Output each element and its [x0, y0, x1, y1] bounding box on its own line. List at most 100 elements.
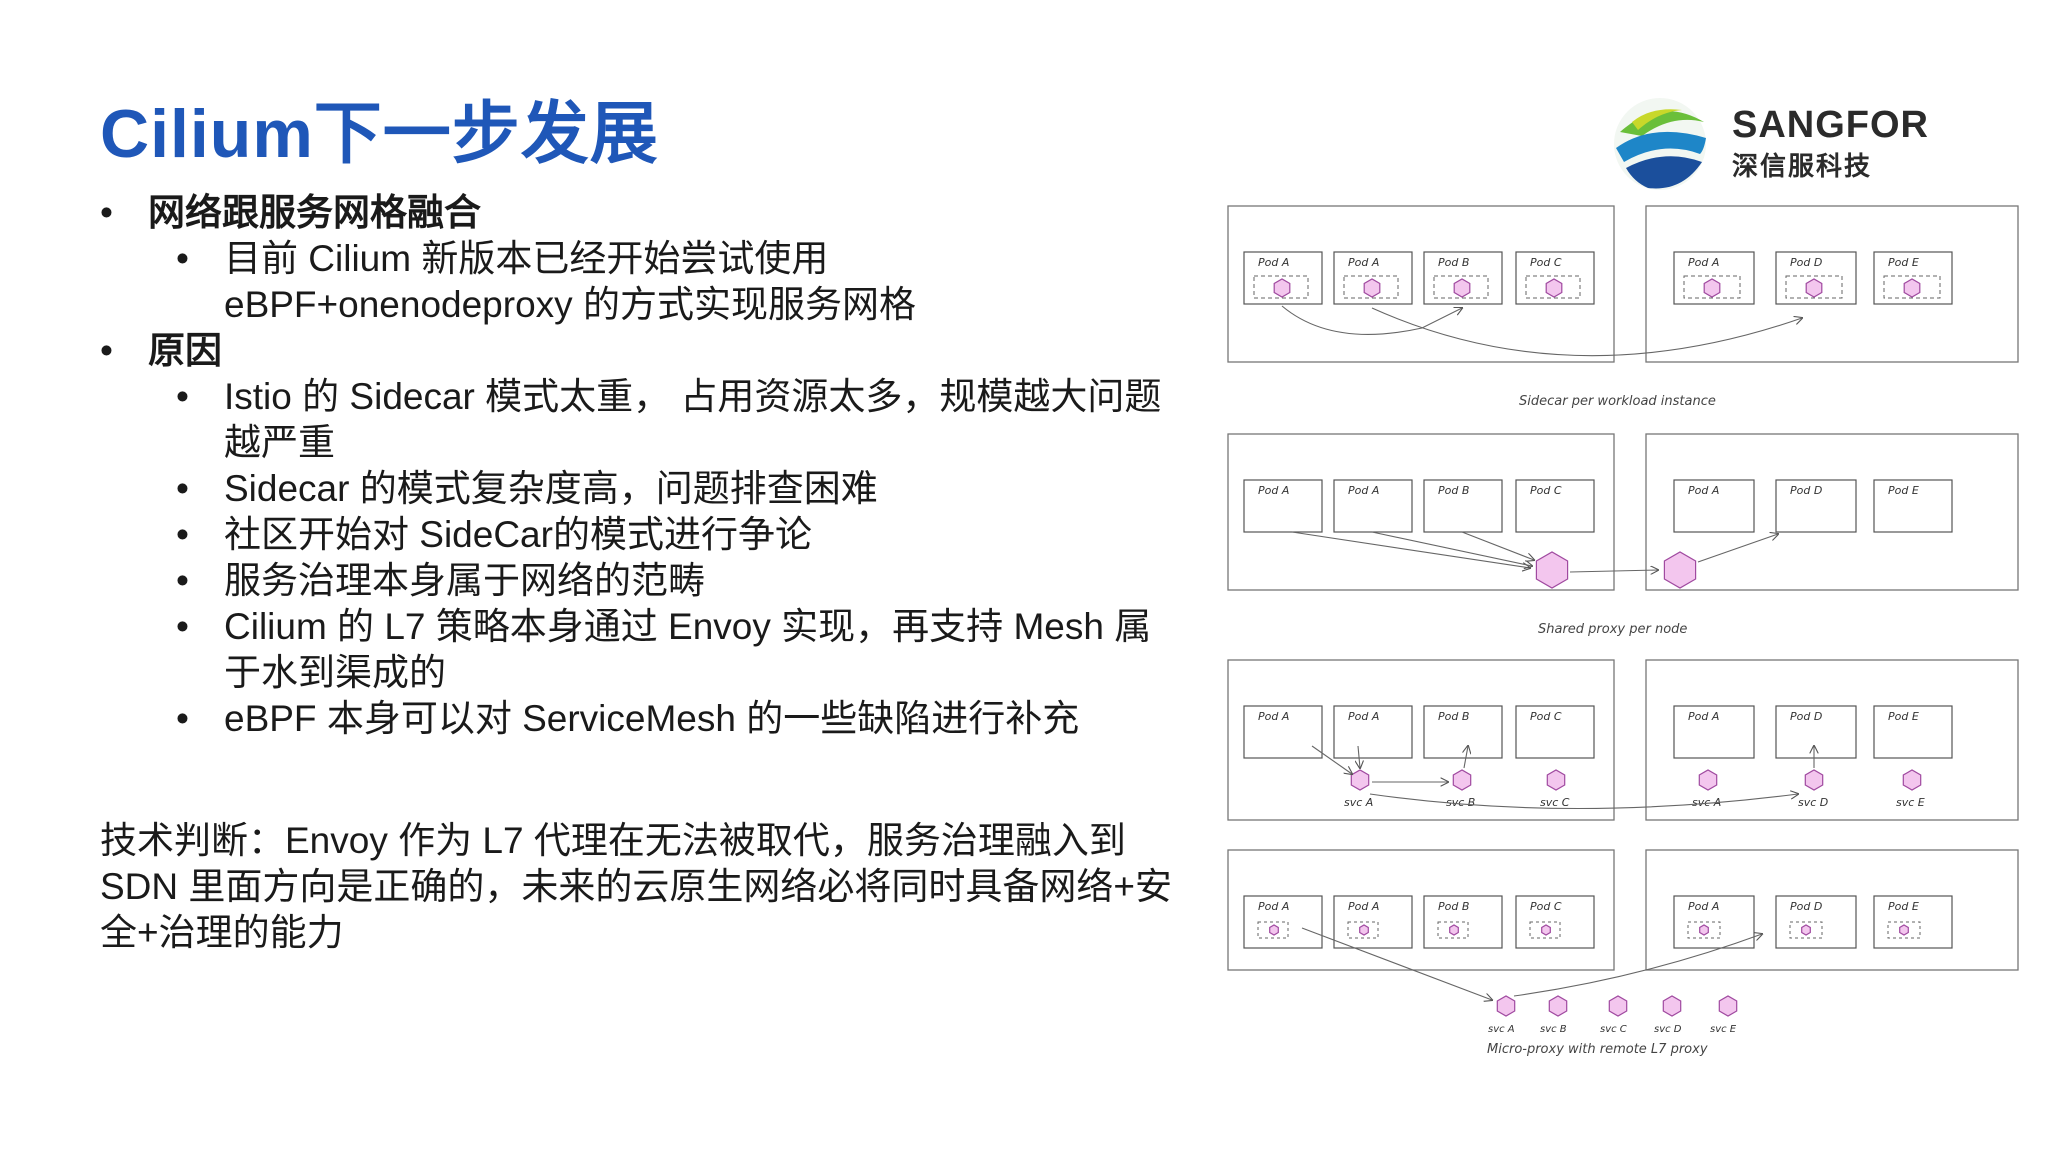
- pod-box: [1515, 705, 1595, 759]
- pod-label: Pod A: [1258, 900, 1289, 913]
- svc-proxy-icon: [1804, 769, 1824, 791]
- sidecar-proxy-icon: [1545, 278, 1563, 298]
- sidecar-box: [1785, 275, 1843, 299]
- svc-label: svc E: [1896, 796, 1925, 809]
- bullet-list: 网络跟服务网格融合 目前 Cilium 新版本已经开始尝试使用 eBPF+one…: [100, 190, 1180, 742]
- svc-label: svc D: [1798, 796, 1828, 809]
- pod-label: Pod A: [1688, 256, 1719, 269]
- micro-proxy-icon: [1899, 924, 1909, 936]
- diagram-caption: Micro-proxy with remote L7 proxy: [1487, 1042, 1708, 1057]
- svc-label: svc D: [1654, 1024, 1682, 1035]
- shared-proxy-icon: [1663, 551, 1697, 589]
- pod-box: [1873, 479, 1953, 533]
- pod-label: Pod A: [1688, 900, 1719, 913]
- sidecar-arrow: [1281, 305, 1462, 335]
- pod-label: Pod B: [1438, 900, 1469, 913]
- micro-proxy-icon: [1269, 924, 1279, 936]
- pod-label: Pod A: [1688, 710, 1719, 723]
- micro-proxy-icon: [1541, 924, 1551, 936]
- pod-label: Pod D: [1790, 900, 1822, 913]
- pod-label: Pod E: [1888, 710, 1919, 723]
- sangfor-globe-icon: [1614, 98, 1706, 190]
- svc-label: svc A: [1488, 1024, 1515, 1035]
- sidecar-proxy-icon: [1903, 278, 1921, 298]
- pod-box: [1243, 705, 1323, 759]
- sidecar-box: [1883, 275, 1941, 299]
- svc-label: svc C: [1540, 796, 1570, 809]
- sub-bullet-item: eBPF 本身可以对 ServiceMesh 的一些缺陷进行补充: [100, 696, 1180, 742]
- pod-box: [1873, 705, 1953, 759]
- shared-proxy-arrow: [1697, 534, 1778, 563]
- sidecar-box: [1343, 275, 1399, 299]
- pod-label: Pod C: [1530, 710, 1562, 723]
- pod-label: Pod A: [1258, 484, 1289, 497]
- shared-proxy-arrow: [1461, 531, 1534, 560]
- pod-label: Pod D: [1790, 256, 1822, 269]
- pod-label: Pod A: [1688, 484, 1719, 497]
- micro-proxy-box: [1529, 921, 1561, 939]
- svc-arrow: [1369, 794, 1798, 810]
- pod-label: Pod E: [1888, 900, 1919, 913]
- pod-label: Pod C: [1530, 256, 1562, 269]
- svc-proxy-icon: [1546, 769, 1566, 791]
- micro-proxy-box: [1437, 921, 1469, 939]
- pod-label: Pod A: [1258, 256, 1289, 269]
- sidecar-proxy-icon: [1363, 278, 1381, 298]
- bullet-item: 原因: [100, 328, 1180, 374]
- diagram-caption: Shared proxy per node: [1538, 622, 1688, 637]
- pod-box: [1673, 705, 1755, 759]
- pod-label: Pod D: [1790, 710, 1822, 723]
- remote-arrow: [1301, 927, 1492, 1000]
- sub-bullet-item: Istio 的 Sidecar 模式太重， 占用资源太多，规模越大问题越严重: [100, 374, 1180, 466]
- shared-proxy-arrow: [1371, 531, 1532, 566]
- pod-label: Pod E: [1888, 484, 1919, 497]
- pod-label: Pod E: [1888, 256, 1919, 269]
- pod-label: Pod C: [1530, 484, 1562, 497]
- technical-judgement: 技术判断：Envoy 作为 L7 代理在无法被取代，服务治理融入到SDN 里面方…: [100, 820, 1173, 953]
- svc-arrow: [1464, 746, 1468, 769]
- shared-proxy-arrow: [1291, 531, 1530, 568]
- svc-label: svc C: [1600, 1024, 1627, 1035]
- shared-proxy-arrow: [1569, 570, 1658, 572]
- micro-proxy-box: [1347, 921, 1379, 939]
- pod-box: [1673, 479, 1755, 533]
- svc-label: svc B: [1446, 796, 1475, 809]
- sidecar-proxy-icon: [1273, 278, 1291, 298]
- pod-box: [1423, 479, 1503, 533]
- pod-label: Pod D: [1790, 484, 1822, 497]
- pod-box: [1243, 479, 1323, 533]
- pod-label: Pod A: [1348, 900, 1379, 913]
- micro-proxy-icon: [1699, 924, 1709, 936]
- svc-label: svc A: [1344, 796, 1373, 809]
- sub-bullet-item: Sidecar 的模式复杂度高，问题排查困难: [100, 466, 1180, 512]
- brand-name: SANGFOR: [1732, 104, 1929, 146]
- sidecar-proxy-icon: [1805, 278, 1823, 298]
- svc-label: svc E: [1710, 1024, 1737, 1035]
- remote-proxy-icon: [1718, 995, 1738, 1017]
- sidecar-box: [1433, 275, 1489, 299]
- sangfor-logo: SANGFOR 深信服科技: [1612, 92, 1928, 196]
- micro-proxy-box: [1257, 921, 1289, 939]
- micro-proxy-icon: [1449, 924, 1459, 936]
- sub-bullet-item: Cilium 的 L7 策略本身通过 Envoy 实现，再支持 Mesh 属于水…: [100, 604, 1180, 696]
- shared-proxy-icon: [1535, 551, 1569, 589]
- pod-label: Pod B: [1438, 484, 1469, 497]
- pod-label: Pod C: [1530, 900, 1562, 913]
- pod-label: Pod A: [1348, 256, 1379, 269]
- remote-proxy-icon: [1548, 995, 1568, 1017]
- page-title: Cilium下一步发展: [100, 96, 659, 172]
- sidecar-arrow: [1371, 307, 1802, 357]
- sidecar-box: [1253, 275, 1309, 299]
- pod-label: Pod B: [1438, 256, 1469, 269]
- svc-arrow: [1358, 745, 1360, 768]
- pod-box: [1333, 479, 1413, 533]
- sub-bullet-item: 服务治理本身属于网络的范畴: [100, 558, 1180, 604]
- sub-bullet-item: 目前 Cilium 新版本已经开始尝试使用 eBPF+onenodeproxy …: [100, 236, 1180, 328]
- svc-arrow: [1311, 745, 1352, 774]
- pod-box: [1333, 705, 1413, 759]
- sidecar-box: [1525, 275, 1581, 299]
- pod-label: Pod A: [1258, 710, 1289, 723]
- sidecar-proxy-icon: [1453, 278, 1471, 298]
- svc-proxy-icon: [1698, 769, 1718, 791]
- micro-proxy-icon: [1359, 924, 1369, 936]
